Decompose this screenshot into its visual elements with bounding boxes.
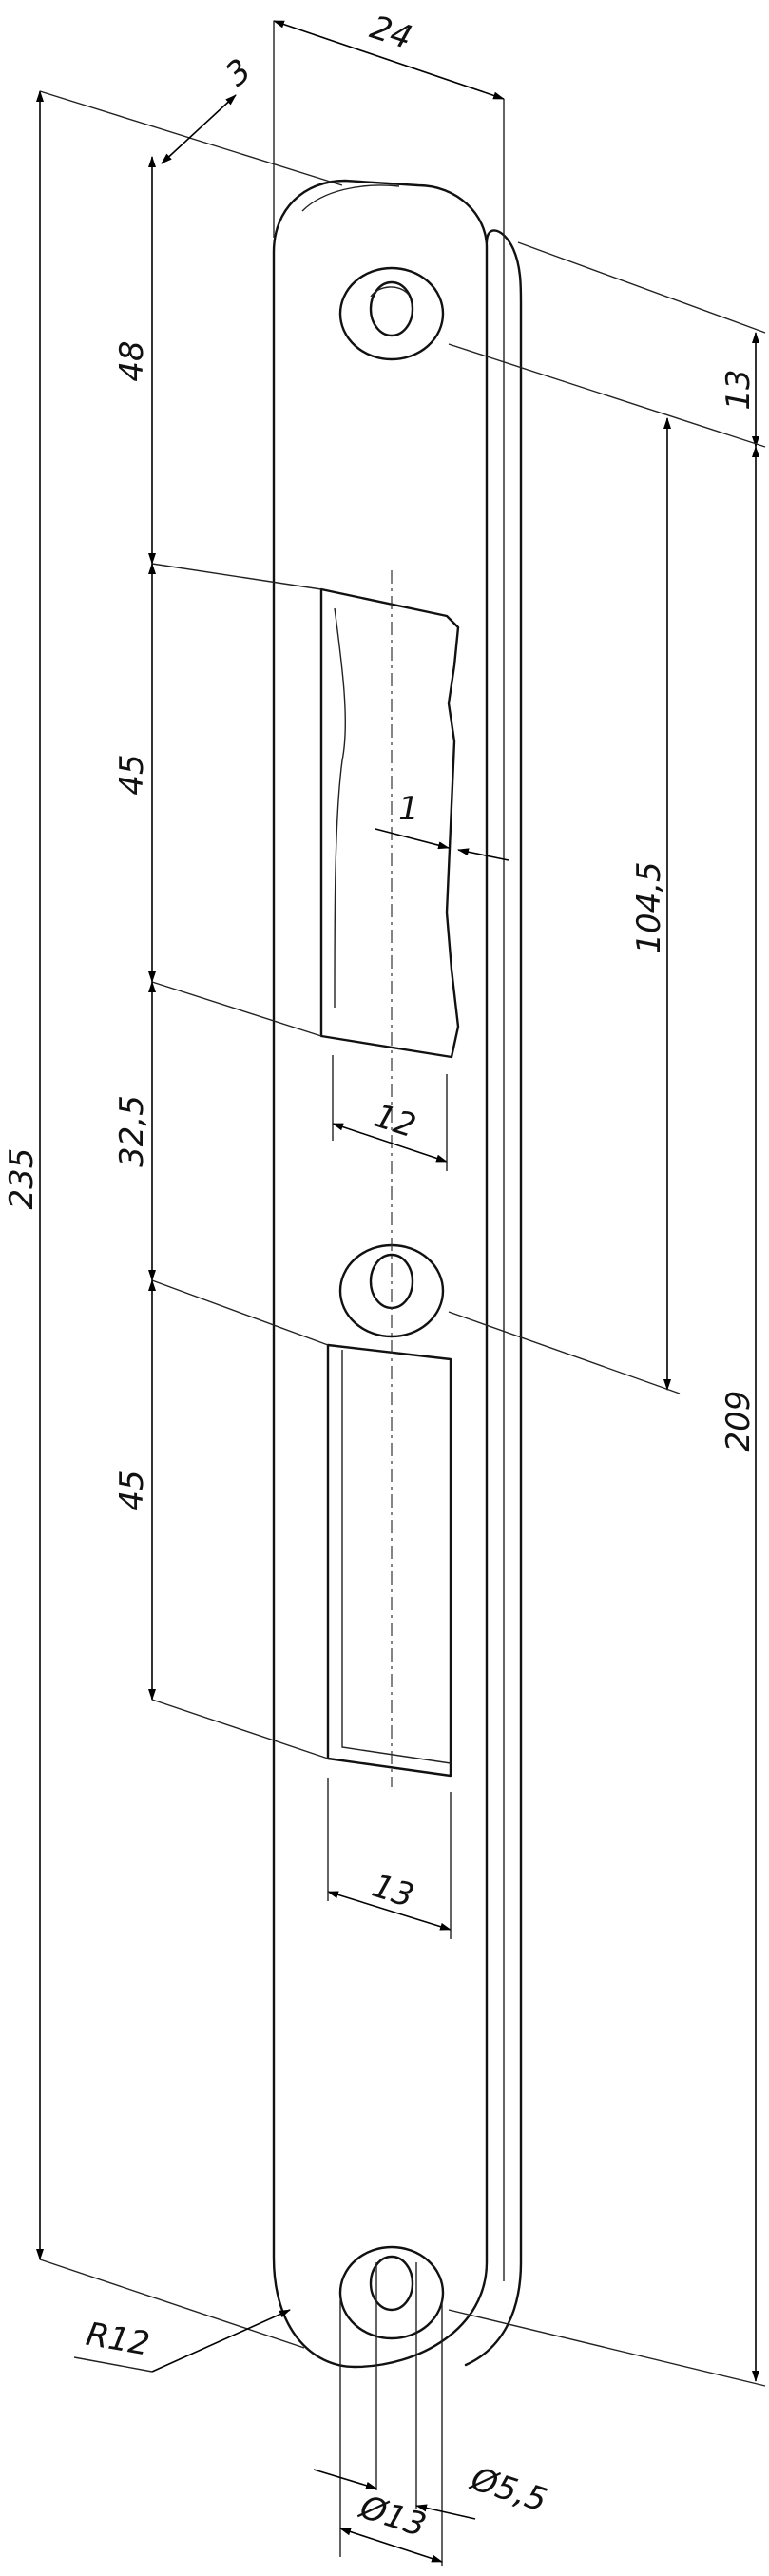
upper-recess-outline (319, 587, 460, 1059)
strike-plate (272, 179, 523, 2369)
dimension-labels: 235 24 3 48 45 1 12 32,5 45 13 13 104,5 … (3, 9, 758, 2546)
top-hole (338, 266, 445, 361)
label-overall-length: 235 (3, 1148, 41, 1210)
ext-right-mid-hole (448, 1311, 681, 1394)
ext-line-top (39, 90, 343, 186)
dim-lower-width-line (327, 1891, 452, 1931)
label-hole-to-hole: 209 (720, 1391, 758, 1452)
dim-upper-width-line (332, 1123, 448, 1163)
top-hole-bore (369, 280, 414, 337)
lower-recess (326, 1343, 452, 1778)
bottom-hole-bore (369, 2255, 414, 2312)
label-lower-recess-width: 13 (368, 1867, 419, 1915)
label-upper-recess-height: 45 (113, 754, 151, 795)
ext-recess-top (151, 563, 322, 590)
label-lower-recess-height: 45 (113, 1470, 151, 1510)
ext-line-bottom (39, 2259, 305, 2349)
dim-radius-leader-base (73, 2356, 153, 2373)
label-corner-radius: R12 (83, 2316, 152, 2364)
ext-lower-bottom (151, 1699, 329, 1759)
label-width: 24 (366, 9, 417, 57)
dim-hole-line-b (415, 2504, 476, 2520)
upper-recess-inner (334, 607, 347, 1009)
top-hole-shading (370, 286, 410, 298)
ext-recess-bottom (151, 981, 322, 1037)
label-top-to-hole: 13 (720, 369, 758, 410)
label-lip-offset: 1 (398, 790, 419, 828)
dim-lip-offset-line-b (457, 848, 509, 861)
label-hole-spacing: 104,5 (630, 861, 668, 953)
ext-lower-top (151, 1279, 329, 1346)
ext-right-hole (448, 343, 766, 448)
dim-lip-offset-line-a (375, 828, 450, 850)
ext-right-top (517, 241, 766, 334)
dim-width-line (273, 20, 505, 100)
top-countersink (338, 266, 445, 361)
upper-recess (319, 587, 460, 1059)
label-hole-diameter: Ø5,5 (465, 2459, 551, 2520)
dimension-lines (36, 20, 766, 2566)
ext-right-bottom-hole (448, 2309, 766, 2387)
label-thickness: 3 (219, 51, 259, 94)
bottom-hole (338, 2245, 445, 2340)
label-recess-gap: 32,5 (113, 1095, 151, 1167)
plate-top-edge (301, 184, 400, 212)
dim-thickness-line (161, 94, 237, 164)
lower-recess-inner (341, 1350, 452, 1764)
dim-countersink-line (339, 2528, 443, 2563)
lower-recess-outline (326, 1343, 452, 1778)
plate-front-face (272, 179, 489, 2369)
dim-radius-leader (151, 2309, 291, 2373)
dim-hole-line-a (313, 2469, 377, 2489)
plate-side-face (464, 229, 523, 2367)
bottom-countersink (338, 2245, 445, 2340)
label-top-to-recess: 48 (113, 340, 151, 381)
